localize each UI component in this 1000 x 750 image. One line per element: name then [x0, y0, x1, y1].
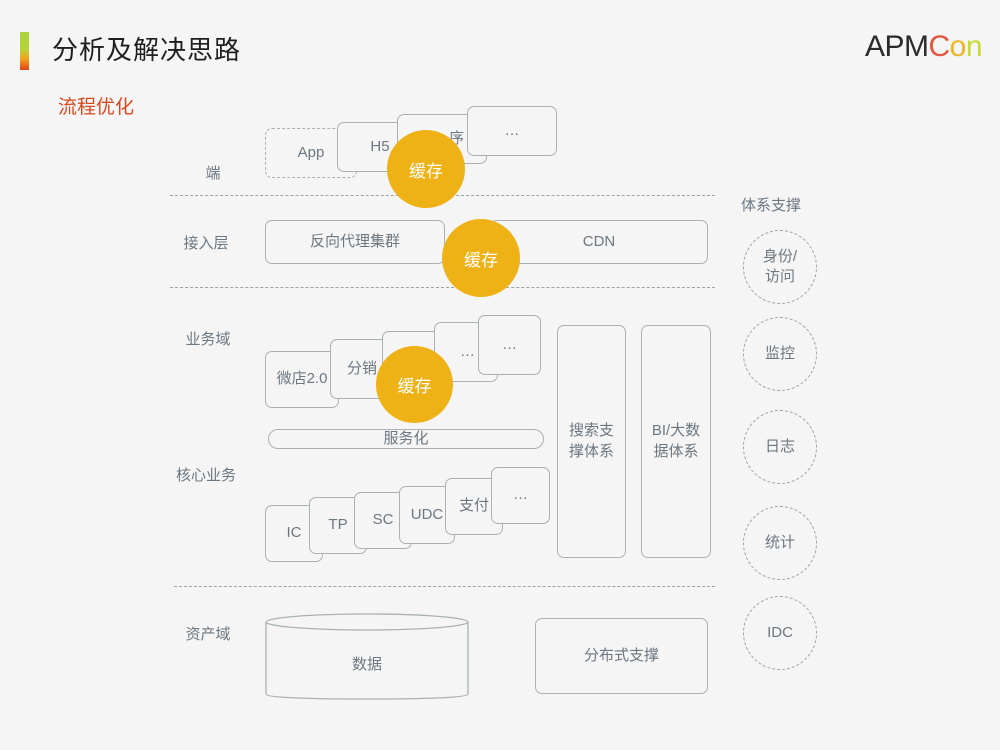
- title-accent-bar: [20, 32, 29, 70]
- layer-label-client: 端: [205, 165, 221, 182]
- data-store-label: 数据: [351, 656, 382, 673]
- support-circle-statistics: 统计: [743, 506, 817, 580]
- page-title: 分析及解决思路: [52, 35, 242, 65]
- cache-badge-access: 缓存: [442, 219, 520, 297]
- layer-label-access: 接入层: [183, 235, 229, 252]
- cache-badge-business: 缓存: [376, 346, 453, 423]
- support-circle-logging: 日志: [743, 410, 817, 484]
- section-subtitle: 流程优化: [58, 97, 135, 118]
- separator-access: [170, 287, 715, 288]
- layer-label-support: 体系支撑: [740, 197, 801, 214]
- bi-bigdata-box: BI/大数据体系: [641, 325, 711, 558]
- reverse-proxy-cluster: 反向代理集群: [265, 220, 445, 264]
- separator-core: [174, 586, 715, 587]
- support-circle-idc: IDC: [743, 596, 817, 670]
- cache-badge-client: 缓存: [387, 130, 465, 208]
- support-circle-monitoring: 监控: [743, 317, 817, 391]
- layer-label-business: 业务域: [185, 331, 231, 348]
- layer-label-core: 核心业务: [175, 467, 236, 484]
- apmcon-logo: APMCon: [864, 30, 983, 63]
- business-card-more-2: …: [478, 315, 541, 375]
- data-store-cylinder: [265, 613, 469, 700]
- layer-label-asset: 资产域: [185, 626, 231, 643]
- service-layer-bar: 服务化: [268, 429, 544, 449]
- cdn-box: CDN: [490, 220, 708, 264]
- core-card-more: …: [491, 467, 550, 524]
- search-support-box: 搜索支撑体系: [557, 325, 626, 558]
- business-card-weidian: 微店2.0: [265, 351, 339, 408]
- client-card-more: …: [467, 106, 557, 156]
- support-circle-identity: 身份/访问: [743, 230, 817, 304]
- distributed-support-box: 分布式支撑: [535, 618, 708, 694]
